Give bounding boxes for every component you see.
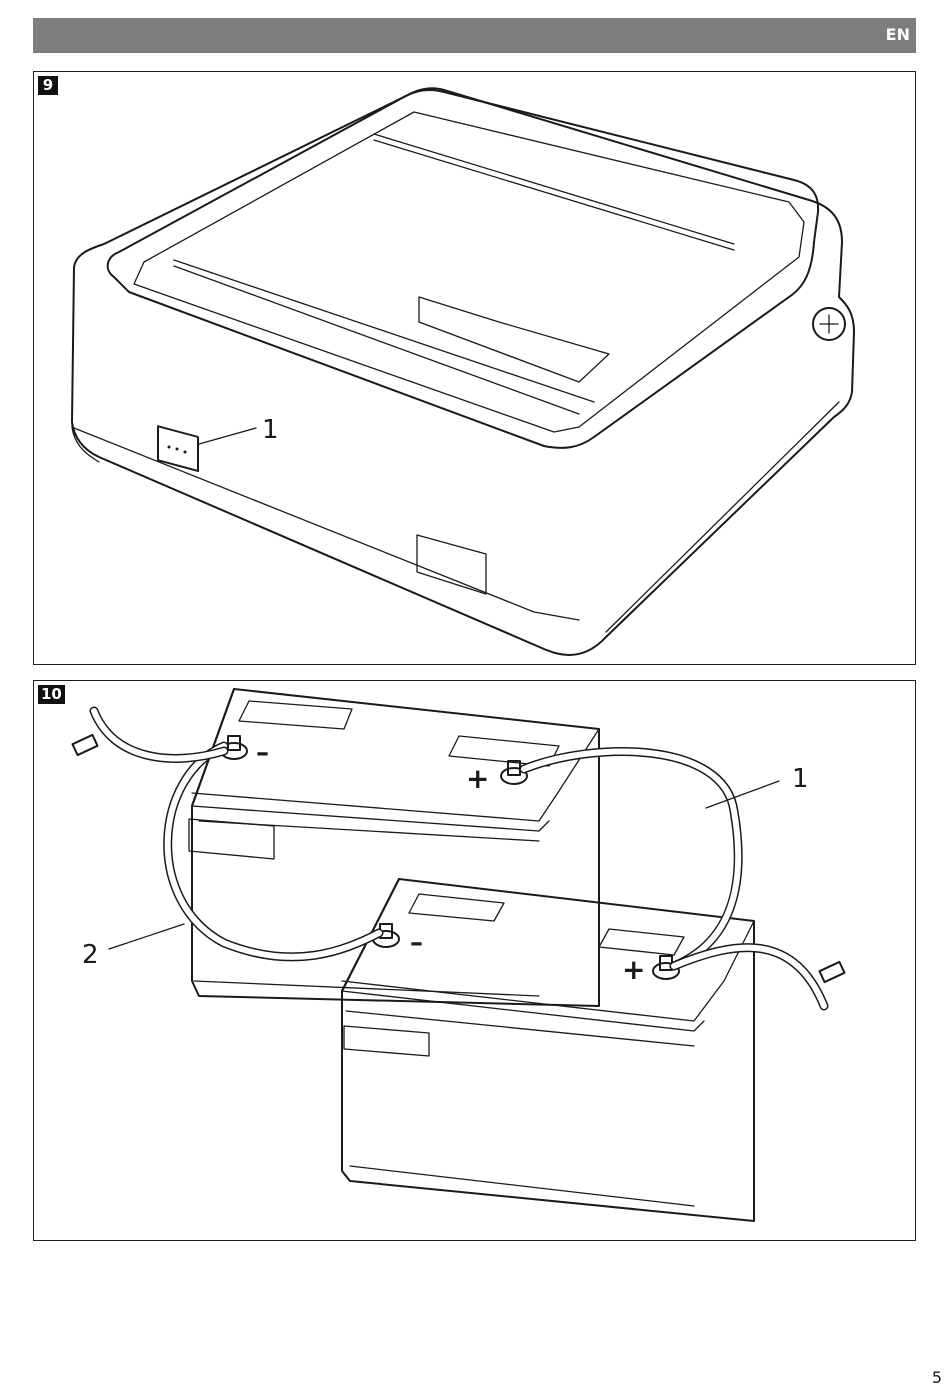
screw-icon [813, 308, 845, 340]
polarity-minus-rear: – [256, 738, 269, 768]
polarity-plus-rear: + [466, 762, 489, 795]
battery-wiring-illustration: – + – + 1 2 [34, 681, 915, 1240]
device-foot-recessed [417, 535, 486, 594]
battery-front [342, 879, 754, 1221]
cable-1 [524, 752, 738, 966]
figure-9-number: 9 [38, 76, 58, 95]
figure-10: 10 [33, 680, 916, 1241]
lid-label-area [419, 297, 609, 382]
callout-2: 2 [82, 940, 99, 970]
device-lid [108, 90, 818, 448]
page-number: 5 [932, 1368, 942, 1387]
callout-1: 1 [262, 415, 279, 445]
polarity-minus-front: – [410, 928, 423, 958]
battery-rear [189, 689, 599, 1006]
cable-lead-positive [674, 948, 845, 1006]
language-label: EN [886, 25, 910, 44]
callout-1: 1 [792, 764, 809, 794]
header-bar: EN [33, 18, 916, 53]
device-illustration: 1 [34, 72, 915, 664]
polarity-plus-front: + [622, 953, 645, 986]
cable-lead-negative [72, 711, 224, 758]
figure-9: 9 1 [33, 71, 916, 665]
figure-10-number: 10 [38, 685, 65, 704]
